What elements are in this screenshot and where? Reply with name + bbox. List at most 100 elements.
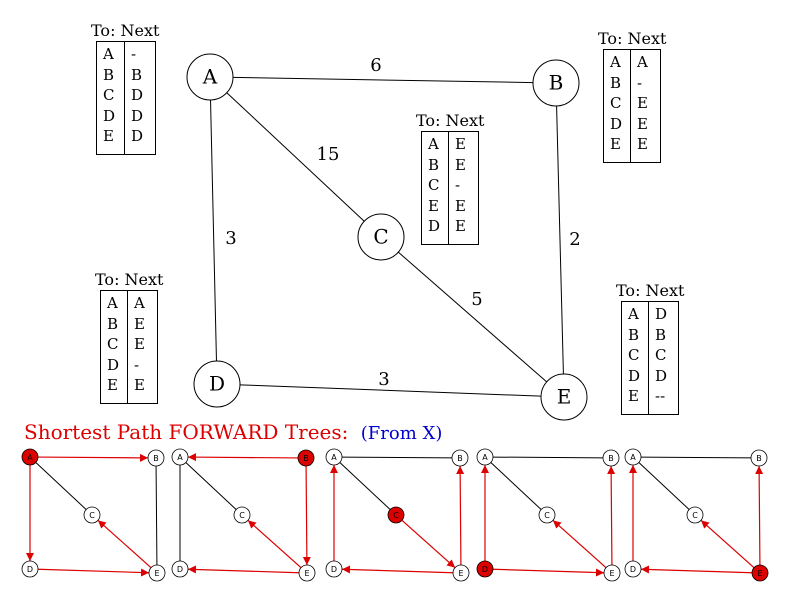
tree-node-label: A (177, 453, 183, 462)
next-cell: D (655, 366, 668, 385)
tree-node-d: D (21, 560, 39, 578)
tree-node-label: E (458, 569, 463, 578)
node-c: C (357, 213, 405, 261)
to-cell: A (107, 294, 118, 312)
tree-node-circle (624, 560, 642, 578)
tree-node-label: E (154, 569, 159, 578)
column-divider (648, 302, 649, 414)
tree-node-label: C (544, 511, 550, 520)
tree-node-circle (171, 448, 189, 466)
tree-node-label: C (692, 511, 698, 520)
tree-node-circle (325, 560, 343, 578)
edge-a-c (226, 92, 365, 222)
tree-node-a: A (624, 448, 642, 466)
tree-link-a-b (341, 456, 453, 459)
tree-node-circle (686, 506, 704, 524)
to-cell: E (428, 196, 439, 215)
tree-node-e: E (603, 564, 621, 582)
next-cell: E (134, 335, 145, 353)
tree-link-a-c (185, 462, 237, 510)
node-circle (357, 213, 405, 261)
to-cell: D (628, 366, 641, 385)
caption-title: Shortest Path FORWARD Trees: (24, 420, 349, 444)
tree-node-circle (325, 448, 343, 466)
tree-link-b-e (155, 465, 158, 566)
tree-node-circle (451, 449, 469, 467)
to-cell: C (610, 94, 622, 112)
next-cell: E (637, 114, 648, 133)
tree-link-a-b (492, 456, 604, 459)
tree-node-e: E (298, 564, 316, 582)
tree-node-circle (171, 560, 189, 578)
edge-weight-a-c: 15 (317, 144, 340, 165)
tree-arrow-b-a (187, 453, 299, 462)
tree-node-circle (602, 449, 620, 467)
tree-node-label: B (756, 454, 762, 463)
node-label: D (209, 372, 225, 396)
edge-weight-a-b: 6 (370, 55, 381, 76)
next-cell: D (131, 86, 144, 104)
node-circle (532, 59, 580, 107)
next-cell: B (131, 65, 143, 84)
to-cell: E (107, 376, 118, 394)
to-cell: A (628, 305, 639, 323)
table-header: To: Next (416, 111, 485, 130)
main-graph-edges (210, 76, 564, 397)
next-cell: - (134, 355, 140, 374)
tree-arrow-d-e (37, 568, 150, 577)
tree-node-circle (603, 564, 621, 582)
next-cell: A (637, 53, 648, 71)
to-cell: E (628, 387, 639, 405)
next-cell: B (655, 325, 667, 344)
tree-node-label: A (27, 453, 33, 462)
tree-node-b: B (297, 449, 315, 467)
source-node-circle (297, 449, 315, 467)
tree-node-c: C (387, 506, 405, 524)
tree-arrow-e-d (341, 565, 454, 574)
to-cell: C (628, 346, 640, 364)
next-cell: C (655, 346, 667, 364)
tree-node-c: C (83, 506, 101, 524)
tree-node-label: D (331, 565, 337, 574)
tree-arrow-c-e (401, 519, 456, 569)
edge-a-b (232, 76, 534, 84)
tree-node-circle (148, 564, 166, 582)
node-circle (186, 53, 234, 101)
next-cell: E (455, 135, 466, 153)
to-cell: D (107, 355, 120, 374)
tree-link-a-c (339, 462, 391, 510)
next-cell: - (131, 45, 137, 63)
tree-node-label: C (89, 511, 95, 520)
tree-node-label: D (482, 565, 488, 574)
tree-node-circle (476, 448, 494, 466)
tree-node-label: C (239, 511, 245, 520)
column-divider (124, 42, 125, 154)
next-cell: D (131, 106, 144, 125)
tree-node-label: D (630, 565, 636, 574)
tree-arrow-e-c (700, 519, 755, 569)
node-d: D (193, 360, 241, 408)
edge-b-e (556, 105, 564, 375)
tree-node-a: A (325, 448, 343, 466)
to-cell: B (103, 65, 115, 84)
next-cell: E (637, 135, 648, 153)
tree-node-c: C (538, 506, 556, 524)
edge-d-e (239, 384, 542, 397)
tree-node-circle (233, 506, 251, 524)
next-cell: A (134, 294, 145, 312)
tree-node-label: A (482, 453, 488, 462)
source-node-circle (751, 564, 769, 582)
next-cell: E (134, 376, 145, 394)
